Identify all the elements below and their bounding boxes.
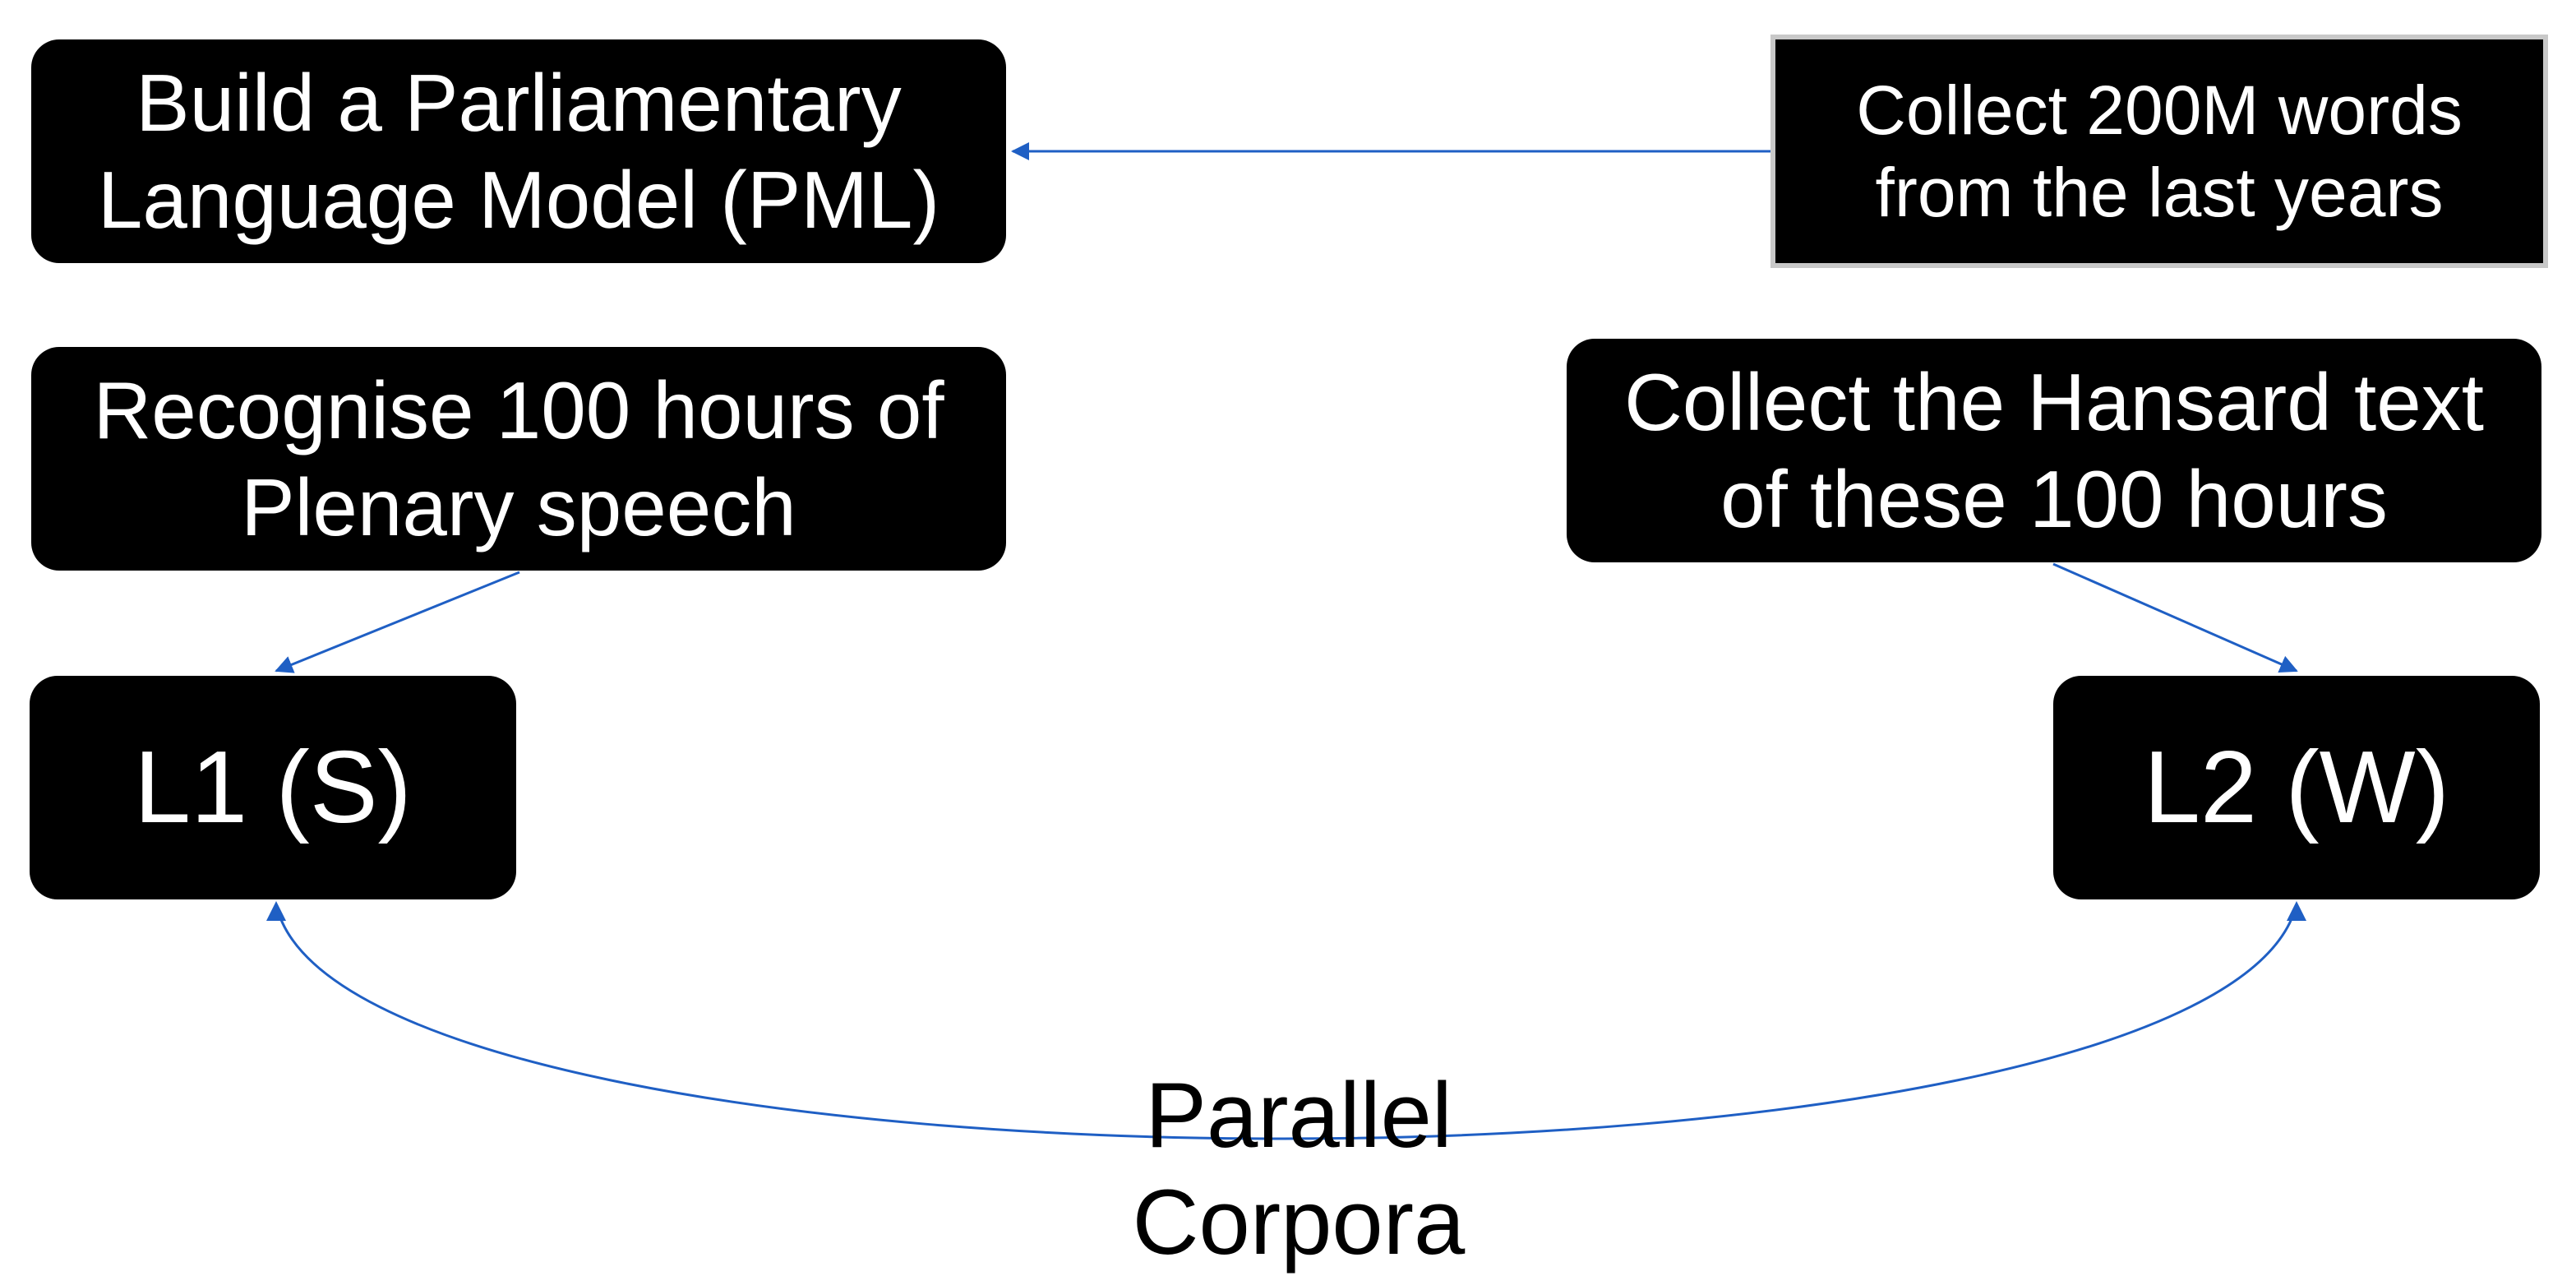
node-recognise-line-2: Plenary speech bbox=[241, 462, 796, 552]
node-collect-hansard: Collect the Hansard text of these 100 ho… bbox=[1567, 339, 2541, 562]
node-collect-200m-line-1: Collect 200M words bbox=[1856, 72, 2463, 149]
node-build-pml: Build a Parliamentary Language Model (PM… bbox=[31, 39, 1006, 263]
node-build-pml-line-2: Language Model (PML) bbox=[97, 155, 940, 245]
node-recognise-line-1: Recognise 100 hours of bbox=[93, 365, 944, 455]
node-build-pml-line-1: Build a Parliamentary bbox=[136, 58, 902, 148]
edge-parallel-corpora-arrow-right bbox=[2287, 901, 2306, 921]
node-l1-speech: L1 (S) bbox=[30, 676, 516, 899]
node-l2-written: L2 (W) bbox=[2053, 676, 2540, 899]
node-recognise-speech: Recognise 100 hours of Plenary speech bbox=[31, 347, 1006, 571]
edge-parallel-corpora-arrow-left bbox=[266, 901, 286, 921]
node-hansard-line-1: Collect the Hansard text bbox=[1624, 357, 2484, 447]
node-l2-label: L2 (W) bbox=[2144, 731, 2449, 844]
edge-hansard-to-l2 bbox=[2052, 562, 2298, 673]
node-l1-label: L1 (S) bbox=[134, 731, 412, 844]
diagram-edges bbox=[266, 142, 2306, 1140]
node-collect-200m-words: Collect 200M words from the last years bbox=[1770, 35, 2548, 268]
edge-recognise-to-l1 bbox=[275, 571, 520, 673]
edge-label-parallel-corpora: Parallel Corpora bbox=[1132, 1064, 1466, 1274]
edge-parallel-corpora-curve bbox=[275, 904, 2298, 1140]
node-collect-200m-line-2: from the last years bbox=[1875, 154, 2444, 231]
node-hansard-line-2: of these 100 hours bbox=[1720, 454, 2388, 544]
